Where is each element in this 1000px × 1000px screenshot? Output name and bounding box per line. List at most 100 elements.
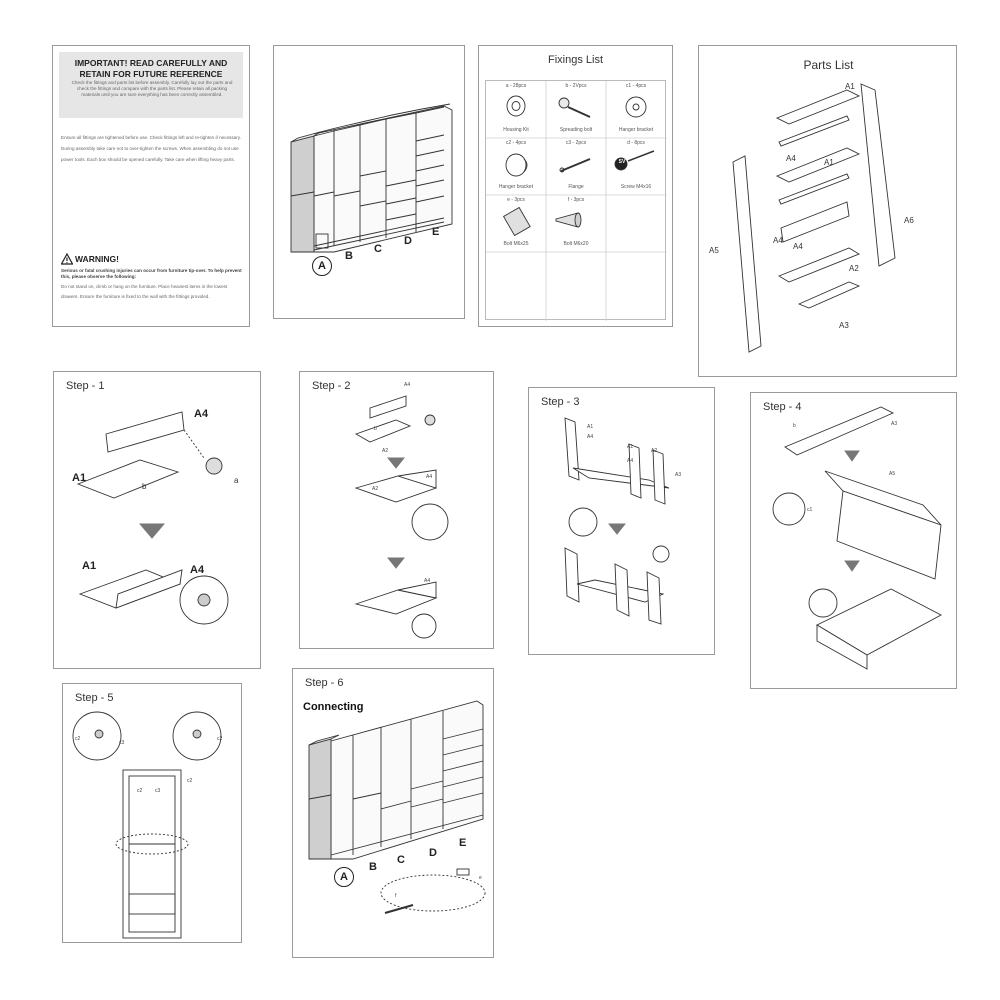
step-1-page: Step - 1 A4 A1 b a A1 A4 <box>53 371 261 669</box>
fixing-item-e: e - 3pcs Bolt M6x25 <box>486 195 546 252</box>
warning-body: Do not stand on, climb or hang on the fu… <box>61 284 228 299</box>
module-label-c: C <box>374 243 382 255</box>
warning-label: WARNING! <box>75 254 119 264</box>
part-label-a3: A3 <box>839 321 849 330</box>
step6-label-e: e <box>479 875 482 881</box>
step-6-page: Step - 6 Connecting A B C D <box>292 668 494 958</box>
step-4-drawing <box>772 406 942 670</box>
parts-list-page: Parts List A1 A4 A1 A4 A4 A5 A6 A2 A3 <box>698 45 957 377</box>
warning-icon <box>61 253 73 265</box>
fixings-title: Fixings List <box>547 54 604 66</box>
fixing-name: Bolt M6x25 <box>503 241 529 247</box>
fixing-qty: f - 3pcs <box>567 197 585 203</box>
module-label-b: B <box>345 250 353 262</box>
step6-label-f: f <box>395 893 397 899</box>
step2-label-a4: A4 <box>404 382 411 388</box>
module-label-c-step6: C <box>397 854 405 866</box>
part-label-a6: A6 <box>904 216 914 225</box>
parts-title: Parts List <box>803 58 854 72</box>
step-3-page: Step - 3 A1 A4 A1 A4 A2 A3 <box>528 387 715 655</box>
step1-label-a: a <box>234 476 239 485</box>
step5-label-c2-b: c2 <box>217 736 223 742</box>
fixing-name: Screw M4x16 <box>620 184 652 190</box>
step5-label-c2-d: c2 <box>137 788 143 794</box>
fixings-grid-lines <box>486 81 667 321</box>
step-1-drawing <box>76 411 229 625</box>
step3-label-a4: A4 <box>587 434 594 440</box>
step4-label-c1: c1 <box>807 507 813 513</box>
fixing-qty: e - 3pcs <box>507 197 525 203</box>
step-5-drawing <box>72 711 222 939</box>
fixing-name: Spreading bolt <box>559 127 593 133</box>
part-label-a2: A2 <box>849 264 859 273</box>
step-6-subtitle: Connecting <box>303 701 364 713</box>
step-4-title: Step - 4 <box>763 401 802 413</box>
step-5-title: Step - 5 <box>75 692 114 704</box>
fixing-qty: a - 28pcs <box>505 83 527 89</box>
fixing-item-d: d - 8pcs SV Screw M4x16 <box>606 138 666 195</box>
module-label-e-step6: E <box>459 837 467 849</box>
step1-label-a1: A1 <box>72 472 87 484</box>
step3-label-a1-b: A1 <box>627 444 634 450</box>
fixing-item-c3: c3 - 2pcs Flange <box>546 138 606 195</box>
step5-label-c3: c3 <box>119 740 125 746</box>
part-label-a1-mid: A1 <box>824 158 834 167</box>
step1-label-a4: A4 <box>194 408 209 420</box>
step2-label-a4-c: A4 <box>424 578 431 584</box>
wardrobe-overview-drawing <box>290 103 453 253</box>
step5-label-c2-c: c2 <box>187 778 193 784</box>
step3-label-a2: A2 <box>651 448 658 454</box>
fixing-qty: c3 - 2pcs <box>565 140 587 146</box>
fixings-list-page: Fixings List <box>478 45 673 327</box>
step1-label-b: b <box>142 482 147 491</box>
fixing-name: Hanger bracket <box>498 184 534 190</box>
part-label-a4-low: A4 <box>793 242 803 251</box>
notice-title-line2: RETAIN FOR FUTURE REFERENCE <box>79 69 223 79</box>
fixing-name: Hanger bracket <box>618 127 654 133</box>
notice-intro: Check the fittings and parts list before… <box>71 80 233 97</box>
fixing-qty: b - 2Vpcs <box>565 83 587 89</box>
fixing-qty: d - 8pcs <box>627 140 645 146</box>
fixing-name: Bolt M6x20 <box>563 241 589 247</box>
fixing-item-c2: c2 - 4pcs Hanger bracket <box>486 138 546 195</box>
step2-label-a2-b: A2 <box>372 486 379 492</box>
overview-page: A B C D E <box>273 45 465 319</box>
module-label-b-step6: B <box>369 861 377 873</box>
sv-badge: SV <box>618 159 626 165</box>
module-label-a-step6: A <box>334 867 354 887</box>
step3-label-a1: A1 <box>587 424 594 430</box>
step1-label-a1-b: A1 <box>82 560 97 572</box>
step4-label-a3: A3 <box>891 421 898 427</box>
module-label-a: A <box>312 256 332 276</box>
fixing-qty: c1 - 4pcs <box>625 83 647 89</box>
fixing-item-a: a - 28pcs Housing Kit <box>486 81 546 138</box>
step-6-drawing <box>308 700 486 914</box>
notice-body: Ensure all fittings are tightened before… <box>61 135 241 162</box>
fixing-qty: c2 - 4pcs <box>505 140 527 146</box>
part-label-a4-mid: A4 <box>773 236 783 245</box>
module-label-e: E <box>432 226 440 238</box>
step4-label-a5: A5 <box>889 471 896 477</box>
step3-label-a4-b: A4 <box>627 458 634 464</box>
notice-page: IMPORTANT! READ CAREFULLY AND RETAIN FOR… <box>52 45 250 327</box>
module-label-d-step6: D <box>429 847 437 859</box>
fixing-item-b: b - 2Vpcs Spreading bolt <box>546 81 606 138</box>
part-label-a1-top: A1 <box>845 82 855 91</box>
step-3-title: Step - 3 <box>541 396 580 408</box>
fixing-item-f: f - 3pcs Bolt M6x20 <box>546 195 606 252</box>
warning-intro: Serious or fatal crushing injuries can o… <box>61 268 242 279</box>
notice-title-line1: IMPORTANT! READ CAREFULLY AND <box>74 58 228 68</box>
step1-label-a4-b: A4 <box>190 564 205 576</box>
step-2-drawing <box>354 395 449 639</box>
fixings-grid: a - 28pcs Housing Kit b - 2Vpcs Spreadin… <box>485 80 667 321</box>
step-1-title: Step - 1 <box>66 380 105 392</box>
module-label-d: D <box>404 235 412 247</box>
step-6-title: Step - 6 <box>305 677 344 689</box>
step-4-page: Step - 4 b A3 A5 c1 <box>750 392 957 689</box>
step2-label-a2: A2 <box>382 448 389 454</box>
notice-title: IMPORTANT! READ CAREFULLY AND RETAIN FOR… <box>63 58 239 80</box>
fixing-name: Flange <box>568 184 584 190</box>
fixing-name: Housing Kit <box>503 127 529 133</box>
part-label-a5: A5 <box>709 246 719 255</box>
step-2-title: Step - 2 <box>312 380 351 392</box>
